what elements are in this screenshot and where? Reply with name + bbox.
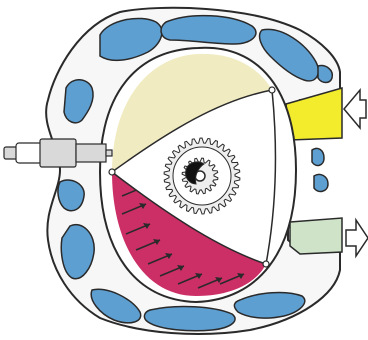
coolant-passage-bottom (144, 307, 235, 331)
coolant-passage-left-mid (58, 180, 84, 211)
coolant-passage-right-upper (312, 148, 324, 165)
spark-plug-thread (76, 144, 106, 162)
spark-plug-electrode (106, 150, 112, 156)
exhaust-arrow-icon (346, 220, 368, 256)
spark-plug-body (40, 139, 76, 167)
apex-seal-left (109, 169, 115, 175)
spark-plug-insulator (16, 143, 42, 163)
exhaust-port (290, 218, 342, 254)
apex-seal-top (269, 87, 275, 93)
intake-arrow-icon (344, 90, 366, 128)
coolant-passage-right-lower (314, 174, 328, 191)
apex-seal-bottom (263, 261, 269, 267)
